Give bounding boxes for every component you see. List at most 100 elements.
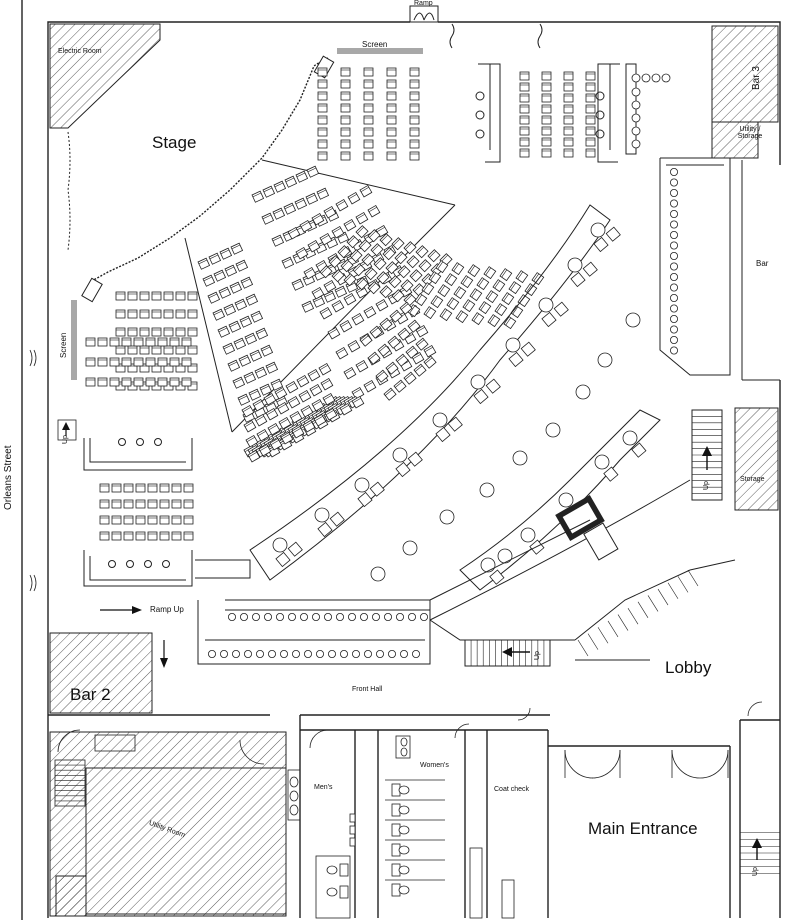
seat (111, 515, 122, 525)
ramp-label: Ramp (414, 0, 433, 7)
seat (230, 242, 243, 255)
bar3-label: Bar 3 (751, 66, 762, 90)
seat (386, 91, 397, 101)
seat (123, 483, 134, 493)
seat (115, 291, 126, 301)
seat (111, 531, 122, 541)
seat (127, 309, 138, 319)
seat (363, 139, 374, 149)
seat (159, 531, 170, 541)
seat (340, 91, 351, 101)
seat (171, 483, 182, 493)
top-screen-bar (337, 48, 423, 54)
seat (453, 286, 467, 299)
seat (585, 82, 596, 92)
seat (111, 483, 122, 493)
seat (240, 276, 253, 289)
seat (183, 515, 194, 525)
seat (239, 315, 252, 328)
seat (249, 349, 262, 362)
seat (563, 137, 574, 147)
seat (394, 251, 408, 265)
seat (393, 379, 407, 393)
seat (409, 139, 420, 149)
seat (370, 243, 384, 257)
front-bar (195, 519, 591, 665)
seat (444, 273, 458, 286)
seat (298, 390, 312, 403)
seat (519, 104, 530, 114)
seat (99, 515, 110, 525)
seat (145, 377, 156, 387)
seat (147, 531, 158, 541)
seat (237, 393, 250, 406)
seat (232, 376, 245, 389)
seat (469, 288, 483, 301)
seat (437, 284, 451, 297)
seat (503, 316, 517, 329)
seat (317, 103, 328, 113)
seat (272, 207, 285, 220)
seat (217, 325, 230, 338)
seat (234, 298, 247, 311)
seat (585, 71, 596, 81)
seat (273, 180, 286, 193)
seat (301, 300, 314, 313)
seat (307, 369, 321, 382)
seat (541, 115, 552, 125)
seat (175, 309, 186, 319)
seat (478, 301, 492, 314)
seat (460, 275, 474, 288)
ramp-door (409, 5, 439, 23)
seat (223, 303, 236, 316)
right-bar (659, 157, 780, 381)
seat (316, 187, 329, 200)
seat (212, 308, 225, 321)
seat (339, 320, 353, 333)
seat (541, 148, 552, 158)
seat (181, 337, 192, 347)
seat (121, 337, 132, 347)
seat (563, 71, 574, 81)
seat (115, 345, 126, 355)
seat (163, 327, 174, 337)
seat (519, 82, 530, 92)
mens-label: Men's (314, 784, 333, 791)
seat (541, 137, 552, 147)
seat (499, 268, 513, 281)
seat (403, 241, 417, 255)
seat (284, 175, 297, 188)
coat-check-label: Coat check (494, 786, 530, 793)
seat (312, 295, 325, 308)
seat (403, 371, 417, 385)
seat (115, 327, 126, 337)
stage-label: Stage (152, 133, 197, 152)
seat (183, 531, 194, 541)
seat (163, 309, 174, 319)
seat (159, 483, 170, 493)
top-booths (475, 63, 637, 163)
seat (139, 345, 150, 355)
seat (340, 103, 351, 113)
seat (413, 363, 427, 377)
utility-storage-label: Utility / Storage (737, 126, 763, 140)
seat (585, 104, 596, 114)
seat (265, 361, 278, 374)
seat (363, 127, 374, 137)
up-entrance-label: Up (752, 867, 759, 876)
seat (335, 347, 349, 360)
seat (159, 499, 170, 509)
seat (519, 137, 530, 147)
seat (386, 115, 397, 125)
seat (409, 269, 423, 283)
seat (135, 483, 146, 493)
seat (85, 357, 96, 367)
utility-storage-area (711, 121, 759, 159)
seat (347, 340, 361, 353)
seat (340, 67, 351, 77)
seat (409, 79, 420, 89)
seat (541, 126, 552, 136)
seat (139, 327, 150, 337)
seat (197, 257, 210, 270)
seat (151, 345, 162, 355)
